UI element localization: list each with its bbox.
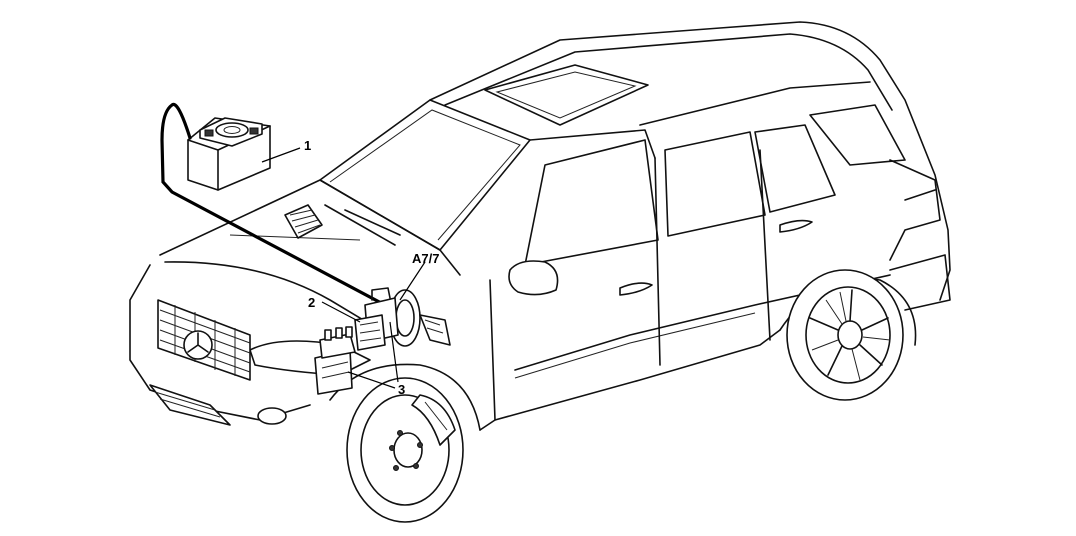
- battery-cable: [160, 102, 387, 307]
- callout-label-1: 1: [304, 138, 311, 153]
- hood-vent: [284, 204, 323, 239]
- rear-wheel: [786, 269, 904, 401]
- battery-component: [187, 117, 271, 191]
- front-grille: [157, 299, 251, 381]
- front-wheel-brake-disc: [346, 377, 464, 523]
- leader-lines: [261, 147, 426, 389]
- callout-label-2: 2: [308, 295, 315, 310]
- hydraulic-unit: [314, 326, 356, 395]
- esp-control-unit: [354, 314, 386, 351]
- callout-label-3: 3: [398, 382, 405, 397]
- callout-label-a7-7: A7/7: [412, 251, 439, 266]
